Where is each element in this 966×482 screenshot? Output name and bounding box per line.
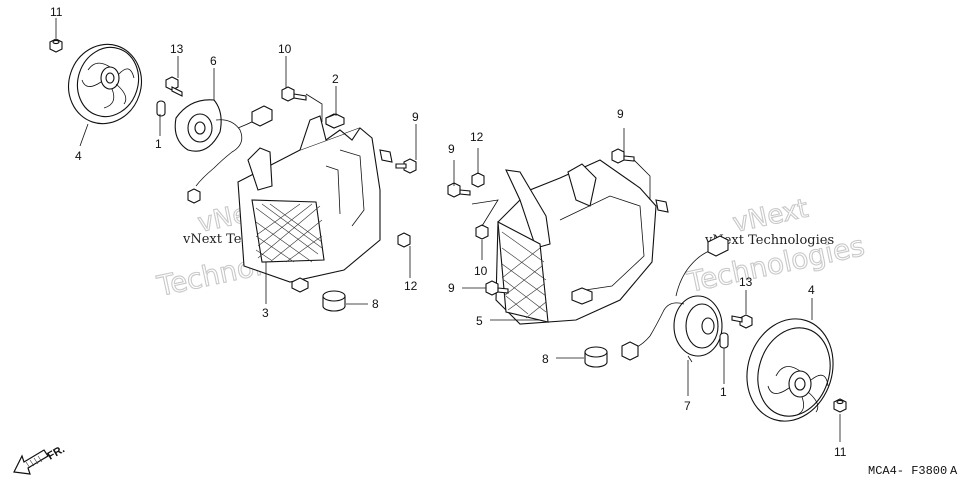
figure-code-suffix: A [950, 464, 958, 478]
fan-motor-7 [621, 235, 729, 363]
bolt-10-left [281, 86, 307, 102]
callout-labels: 11 13 6 10 2 9 1 4 3 8 12 9 12 9 10 9 5 … [50, 5, 847, 459]
callout-6: 6 [210, 54, 217, 68]
callout-4: 4 [75, 149, 82, 163]
figure-code-text: MCA4- F3800 [868, 464, 947, 478]
front-label: FR. [46, 443, 67, 462]
callout-3: 3 [262, 306, 269, 320]
bolt-9-right-c [485, 280, 509, 296]
callout-1: 1 [720, 385, 727, 399]
leader-lines [55, 18, 841, 442]
fan-motor-6 [174, 99, 273, 204]
callout-11: 11 [50, 5, 63, 19]
nut-11-left [49, 38, 63, 53]
nut-11-right [833, 398, 847, 413]
grommet-8-right [584, 346, 608, 368]
collar-1-left [156, 100, 166, 117]
callout-11: 11 [834, 445, 847, 459]
bolt-12-right [471, 172, 485, 188]
callout-10: 10 [474, 264, 488, 278]
fan-right [746, 318, 834, 422]
bolt-9-left [395, 158, 417, 174]
bolt-12-left [397, 232, 411, 248]
callout-4: 4 [808, 283, 815, 297]
fan-left [68, 43, 142, 125]
callout-12: 12 [470, 130, 484, 144]
callout-9: 9 [617, 107, 624, 121]
bolt-13-left [165, 76, 183, 97]
callout-12: 12 [404, 279, 418, 293]
collar-1-right [719, 332, 729, 349]
watermark-caption-right: vNext Technologies [704, 233, 834, 248]
bolt-13-right [731, 314, 753, 329]
bolt-9-right-b [611, 148, 635, 164]
callout-9: 9 [448, 142, 455, 156]
bolt-9-right-a [447, 182, 471, 198]
figure-code: MCA4- F3800 A [868, 464, 958, 478]
fan-shroud-3 [237, 113, 393, 293]
callout-9: 9 [412, 110, 419, 124]
callout-10: 10 [278, 42, 292, 56]
callout-13: 13 [739, 275, 753, 289]
callout-1: 1 [155, 137, 162, 151]
fan-shroud-5 [495, 159, 669, 325]
callout-5: 5 [476, 314, 483, 328]
callout-8: 8 [542, 352, 549, 366]
bolt-10-right [475, 224, 489, 240]
callout-7: 7 [684, 399, 691, 413]
callout-13: 13 [170, 42, 184, 56]
grommet-8-left [322, 290, 346, 312]
front-direction-indicator: FR. [13, 443, 67, 475]
callout-9: 9 [448, 281, 455, 295]
callout-8: 8 [372, 297, 379, 311]
callout-2: 2 [332, 72, 339, 86]
